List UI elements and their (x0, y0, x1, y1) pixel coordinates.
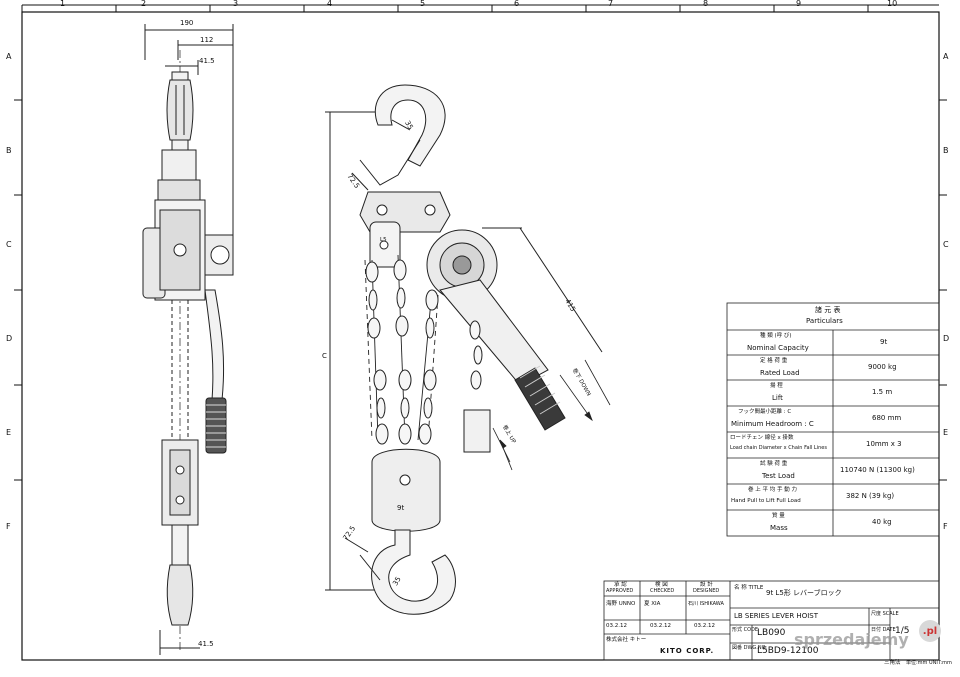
approved-name: 海野 UNNO (606, 601, 636, 607)
designed-date: 03.2.12 (694, 623, 715, 629)
dim-41-5-top: 41.5 (199, 57, 215, 65)
zone-col-2: 2 (141, 0, 147, 8)
zone-col-9: 9 (796, 0, 802, 8)
watermark-badge: .pl (919, 620, 941, 642)
zone-row-c-right: C (943, 240, 949, 249)
zone-row-e-left: E (6, 428, 12, 437)
spec-header-jp: 諸 元 表 (815, 306, 841, 314)
projection: 三角法 (884, 660, 901, 666)
spec-row-jp: 質 量 (772, 513, 785, 519)
company-en: KITO CORP. (660, 647, 715, 655)
designed-name: 石川 ISHIKAWA (688, 601, 724, 607)
zone-row-b-left: B (6, 146, 12, 155)
zone-col-3: 3 (233, 0, 239, 8)
dim-112: 112 (200, 36, 214, 44)
zone-row-d-left: D (6, 334, 13, 343)
code-value: LB090 (757, 628, 786, 638)
zone-col-10: 10 (887, 0, 898, 8)
spec-row-value: 110740 N (11300 kg) (840, 466, 915, 474)
spec-row-jp: フック間最小距離 : C (738, 409, 792, 415)
spec-header-en: Particulars (806, 317, 843, 325)
zone-row-b-right: B (943, 146, 949, 155)
watermark-text: sprzedajemy (794, 630, 909, 649)
spec-row-jp: 巻 上 平 均 手 動 力 (748, 487, 797, 493)
spec-row-en: Test Load (762, 472, 795, 480)
dim-c: C (322, 352, 327, 360)
scale-label: 尺度 SCALE (871, 611, 899, 617)
spec-row-jp: 揚 程 (770, 383, 783, 389)
designed-jp: 設 計 (700, 582, 713, 588)
watermark-suffix: .pl (922, 625, 938, 637)
title-jp: 9t L5形 レバーブロック (766, 589, 842, 597)
zone-row-a-right: A (943, 52, 949, 61)
zone-row-f-left: F (6, 522, 11, 531)
spec-row-en: Lift (772, 394, 783, 402)
checked-jp: 検 図 (655, 582, 668, 588)
scale-value: 1/5 (895, 626, 910, 636)
code-label: 形式 CODE (732, 627, 759, 633)
zone-row-c-left: C (6, 240, 12, 249)
dwg-value: L5BD9-12100 (757, 646, 819, 656)
zone-col-5: 5 (420, 0, 426, 8)
zone-row-d-right: D (943, 334, 950, 343)
title-en: LB SERIES LEVER HOIST (734, 612, 818, 620)
zone-row-f-right: F (943, 522, 948, 531)
date-label: 日付 DATE (871, 627, 896, 633)
top-block-mark: L5 (380, 237, 387, 243)
zone-row-a-left: A (6, 52, 12, 61)
spec-row-value: 40 kg (872, 518, 892, 526)
approved-en: APPROVED (606, 588, 634, 594)
spec-row-en: Mass (770, 524, 788, 532)
spec-row-en: Hand Pull to Lift Full Load (731, 498, 801, 504)
zone-col-6: 6 (514, 0, 520, 8)
dwg-label: 図番 DWG.NO. (732, 645, 767, 651)
bottom-block-mark: 9t (397, 504, 405, 512)
spec-row-jp: 試 験 荷 重 (760, 461, 788, 467)
designed-en: DESIGNED (693, 588, 720, 594)
spec-row-value: 10mm x 3 (866, 440, 902, 448)
spec-row-value: 382 N (39 kg) (846, 492, 895, 500)
spec-row-en: Rated Load (760, 369, 800, 377)
approved-jp: 承 認 (614, 582, 627, 588)
zone-col-1: 1 (60, 0, 66, 8)
spec-row-en: Nominal Capacity (747, 344, 809, 352)
zone-col-8: 8 (703, 0, 709, 8)
spec-row-en: Minimum Headroom : C (731, 420, 814, 428)
dim-41-5-bottom: 41.5 (198, 640, 214, 648)
spec-row-en: Load chain Diameter x Chain Fall Lines (730, 445, 827, 451)
watermark: sprzedajemy (794, 620, 944, 660)
title-label: 名 称 TITLE (734, 585, 764, 591)
spec-row-value: 1.5 m (872, 388, 893, 396)
zone-row-e-right: E (943, 428, 949, 437)
checked-name: 夏 XIA (644, 601, 661, 607)
checked-en: CHECKED (650, 588, 675, 594)
approved-date: 03.2.12 (606, 623, 627, 629)
checked-date: 03.2.12 (650, 623, 671, 629)
spec-row-value: 9t (880, 338, 888, 346)
spec-row-value: 680 mm (872, 414, 902, 422)
spec-row-jp: ロードチェン 線径 x 掛数 (730, 435, 794, 441)
spec-row-value: 9000 kg (868, 363, 897, 371)
dim-190: 190 (180, 19, 194, 27)
company-jp: 株式会社 キトー (606, 637, 647, 643)
unit: 単位:mm UNIT:mm (906, 660, 952, 666)
spec-row-jp: 種 類 (呼 び) (760, 333, 792, 339)
zone-col-4: 4 (327, 0, 333, 8)
zone-col-7: 7 (608, 0, 614, 8)
spec-row-jp: 定 格 荷 重 (760, 358, 788, 364)
